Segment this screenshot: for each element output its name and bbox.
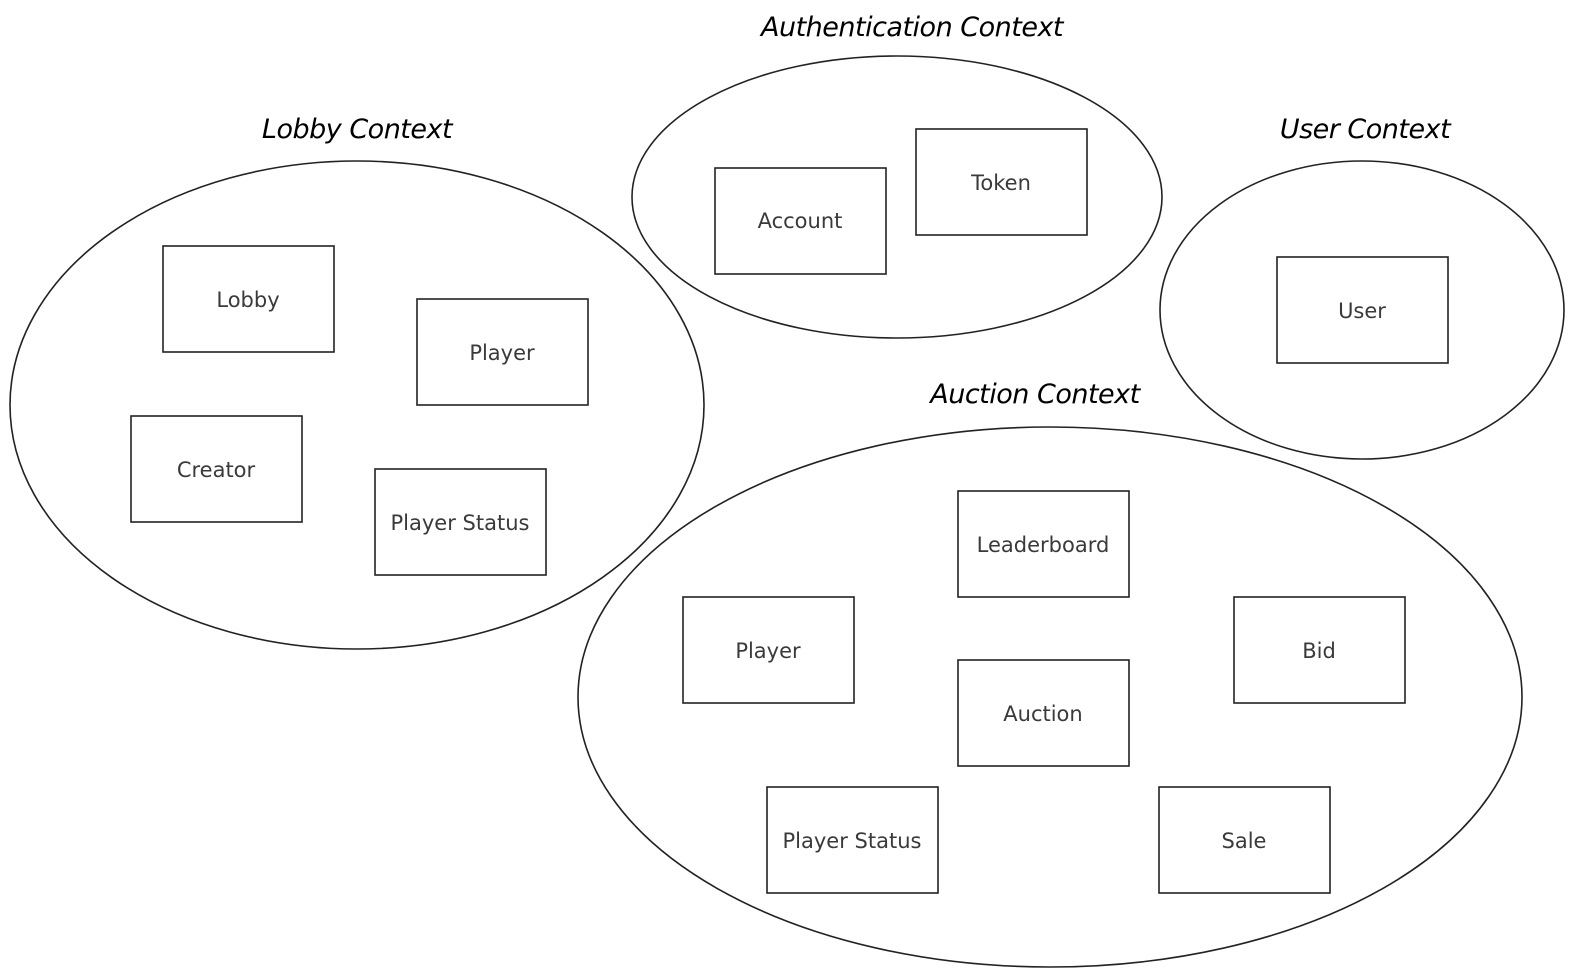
entity-box <box>1276 256 1449 364</box>
entity-user: User <box>1276 256 1449 364</box>
authentication-context-title: Authentication Context <box>759 12 1065 43</box>
auction-context: Auction Context Leaderboard Player Bid A… <box>577 379 1523 968</box>
lobby-context: Lobby Context Lobby Player Creator Playe… <box>9 114 705 650</box>
entity-player-status: Player Status <box>766 786 939 894</box>
entity-label: Bid <box>1302 639 1336 663</box>
entity-box <box>374 468 547 576</box>
user-context: User Context User <box>1159 114 1565 460</box>
entity-label: Lobby <box>216 288 279 312</box>
entity-label: User <box>1338 299 1386 323</box>
entity-player-status: Player Status <box>374 468 547 576</box>
entity-label: Leaderboard <box>977 533 1110 557</box>
entity-lobby: Lobby <box>162 245 335 353</box>
entity-box <box>1158 786 1331 894</box>
entity-box <box>766 786 939 894</box>
entity-account: Account <box>714 167 887 275</box>
auction-context-title: Auction Context <box>928 379 1141 410</box>
entity-box <box>682 596 855 704</box>
lobby-context-boundary <box>9 160 705 650</box>
entity-box <box>416 298 589 406</box>
authentication-context: Authentication Context Account Token <box>631 12 1163 339</box>
entity-box <box>162 245 335 353</box>
entity-label: Player <box>469 341 535 365</box>
entity-player: Player <box>682 596 855 704</box>
entity-box <box>957 659 1130 767</box>
entity-label: Player Status <box>391 511 530 535</box>
entity-box <box>1233 596 1406 704</box>
entity-box <box>714 167 887 275</box>
entity-player: Player <box>416 298 589 406</box>
entity-label: Token <box>970 171 1031 195</box>
entity-token: Token <box>915 128 1088 236</box>
lobby-context-title: Lobby Context <box>262 114 454 145</box>
entity-leaderboard: Leaderboard <box>957 490 1130 598</box>
entity-label: Creator <box>177 458 256 482</box>
entity-auction: Auction <box>957 659 1130 767</box>
entity-label: Player <box>735 639 801 663</box>
entity-creator: Creator <box>130 415 303 523</box>
entity-sale: Sale <box>1158 786 1331 894</box>
entity-box <box>957 490 1130 598</box>
entity-label: Player Status <box>783 829 922 853</box>
entity-box <box>130 415 303 523</box>
entity-label: Sale <box>1222 829 1267 853</box>
entity-box <box>915 128 1088 236</box>
entity-label: Auction <box>1003 702 1082 726</box>
entity-bid: Bid <box>1233 596 1406 704</box>
entity-label: Account <box>758 209 843 233</box>
user-context-title: User Context <box>1280 114 1452 145</box>
